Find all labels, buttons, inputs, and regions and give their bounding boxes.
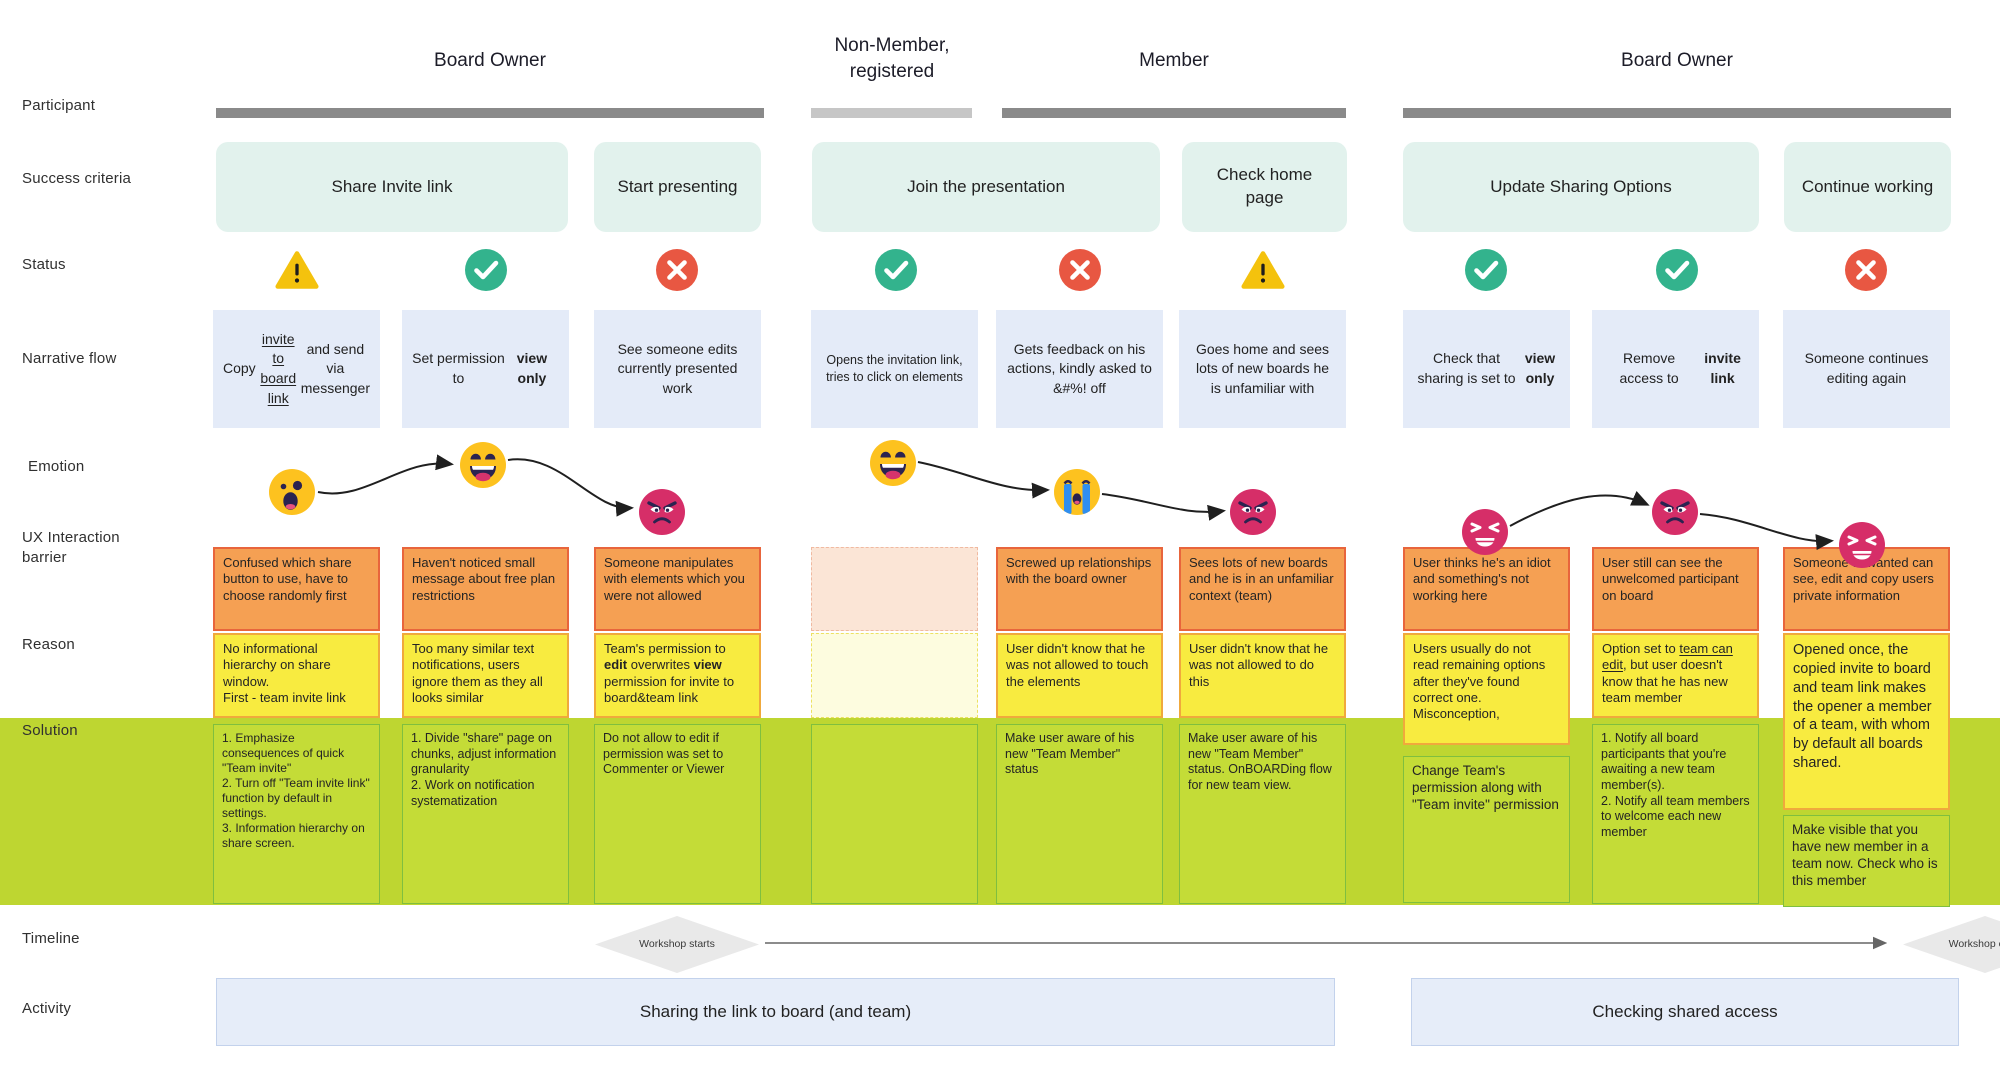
emotion-laughing-emoji: [459, 441, 507, 489]
row-label-status: Status: [22, 256, 66, 273]
emotion-angry-emoji: [1229, 488, 1277, 536]
reason-sticky: Too many similar text notifications, use…: [402, 633, 569, 718]
activity-bar: Sharing the link to board (and team): [216, 978, 1335, 1046]
participant-group-label: Board Owner: [1621, 50, 1733, 71]
solution-sticky: Change Team's permission along with "Tea…: [1403, 756, 1570, 903]
reason-sticky: Team's permission to edit overwrites vie…: [594, 633, 761, 718]
ux-barrier-sticky: Screwed up relationships with the board …: [996, 547, 1163, 631]
narrative-card: Goes home and sees lots of new boards he…: [1179, 310, 1346, 428]
narrative-card: Someone continues editing again: [1783, 310, 1950, 428]
participant-bar: [216, 108, 764, 118]
row-label-ux-barrier: UX Interaction barrier: [22, 529, 120, 567]
narrative-card: Remove access to invite link: [1592, 310, 1759, 428]
participant-bar: [1403, 108, 1951, 118]
row-label-narrative-flow: Narrative flow: [22, 350, 117, 367]
reason-sticky: No informational hierarchy on share wind…: [213, 633, 380, 718]
participant-group-label: Board Owner: [434, 50, 546, 71]
narrative-card: Copy invite to board link and send via m…: [213, 310, 380, 428]
emotion-angry-emoji: [1651, 488, 1699, 536]
status-check-icon: [1655, 248, 1699, 292]
status-cross-icon: [1058, 248, 1102, 292]
participant-bar: [811, 108, 972, 118]
narrative-card: See someone edits currently presented wo…: [594, 310, 761, 428]
row-label-success-criteria: Success criteria: [22, 170, 132, 187]
success-criteria-card: Update Sharing Options: [1403, 142, 1759, 232]
emotion-rage-emoji: [1838, 521, 1886, 569]
emotion-shocked-emoji: [268, 468, 316, 516]
narrative-card: Set permission to view only: [402, 310, 569, 428]
status-check-icon: [874, 248, 918, 292]
solution-sticky: Make user aware of his new "Team Member"…: [996, 724, 1163, 904]
status-warning-icon: [275, 248, 319, 292]
success-criteria-card: Check home page: [1182, 142, 1347, 232]
success-criteria-card: Continue working: [1784, 142, 1951, 232]
timeline-start-label: Workshop starts: [639, 938, 715, 951]
emotion-crying-emoji: [1053, 468, 1101, 516]
row-label-participant: Participant: [22, 97, 96, 114]
reason-sticky-empty: [811, 633, 978, 718]
row-label-emotion: Emotion: [28, 458, 85, 475]
ux-barrier-sticky: User thinks he's an idiot and something'…: [1403, 547, 1570, 631]
timeline-end-label: Workshop ends: [1948, 938, 2000, 951]
ux-barrier-sticky-empty: [811, 547, 978, 631]
emotion-laughing-emoji: [869, 439, 917, 487]
status-cross-icon: [1844, 248, 1888, 292]
solution-sticky: Make user aware of his new "Team Member"…: [1179, 724, 1346, 904]
timeline-start-diamond: Workshop starts: [595, 916, 759, 973]
row-label-solution: Solution: [22, 722, 78, 739]
row-label-reason: Reason: [22, 636, 75, 653]
reason-sticky: User didn't know that he was not allowed…: [1179, 633, 1346, 718]
solution-sticky: 1. Divide "share" page on chunks, adjust…: [402, 724, 569, 904]
solution-sticky-empty: [811, 724, 978, 904]
narrative-card: Gets feedback on his actions, kindly ask…: [996, 310, 1163, 428]
solution-sticky: 1. Notify all board participants that yo…: [1592, 724, 1759, 904]
success-criteria-card: Join the presentation: [812, 142, 1160, 232]
ux-barrier-sticky: Confused which share button to use, have…: [213, 547, 380, 631]
reason-sticky: Opened once, the copied invite to board …: [1783, 633, 1950, 810]
ux-barrier-sticky: Sees lots of new boards and he is in an …: [1179, 547, 1346, 631]
activity-bar: Checking shared access: [1411, 978, 1959, 1046]
reason-sticky: Option set to team can edit, but user do…: [1592, 633, 1759, 718]
success-criteria-card: Share Invite link: [216, 142, 568, 232]
reason-sticky: Users usually do not read remaining opti…: [1403, 633, 1570, 745]
participant-group-label: Non-Member, registered: [834, 35, 950, 82]
solution-sticky: Do not allow to edit if permission was s…: [594, 724, 761, 904]
status-warning-icon: [1241, 248, 1285, 292]
row-label-timeline: Timeline: [22, 930, 80, 947]
success-criteria-card: Start presenting: [594, 142, 761, 232]
ux-barrier-sticky: User still can see the unwelcomed partic…: [1592, 547, 1759, 631]
solution-sticky: Make visible that you have new member in…: [1783, 815, 1950, 907]
participant-bar: [1002, 108, 1346, 118]
participant-group-label: Member: [1139, 50, 1209, 71]
ux-barrier-sticky: Someone manipulates with elements which …: [594, 547, 761, 631]
ux-barrier-sticky: Haven't noticed small message about free…: [402, 547, 569, 631]
emotion-rage-emoji: [1461, 508, 1509, 556]
row-label-activity: Activity: [22, 1000, 72, 1017]
status-check-icon: [464, 248, 508, 292]
status-cross-icon: [655, 248, 699, 292]
narrative-card: Opens the invitation link, tries to clic…: [811, 310, 978, 428]
reason-sticky: User didn't know that he was not allowed…: [996, 633, 1163, 718]
status-check-icon: [1464, 248, 1508, 292]
emotion-angry-emoji: [638, 488, 686, 536]
timeline-end-diamond: Workshop ends: [1903, 916, 2000, 973]
narrative-card: Check that sharing is set to view only: [1403, 310, 1570, 428]
solution-sticky: 1. Emphasize consequences of quick "Team…: [213, 724, 380, 904]
